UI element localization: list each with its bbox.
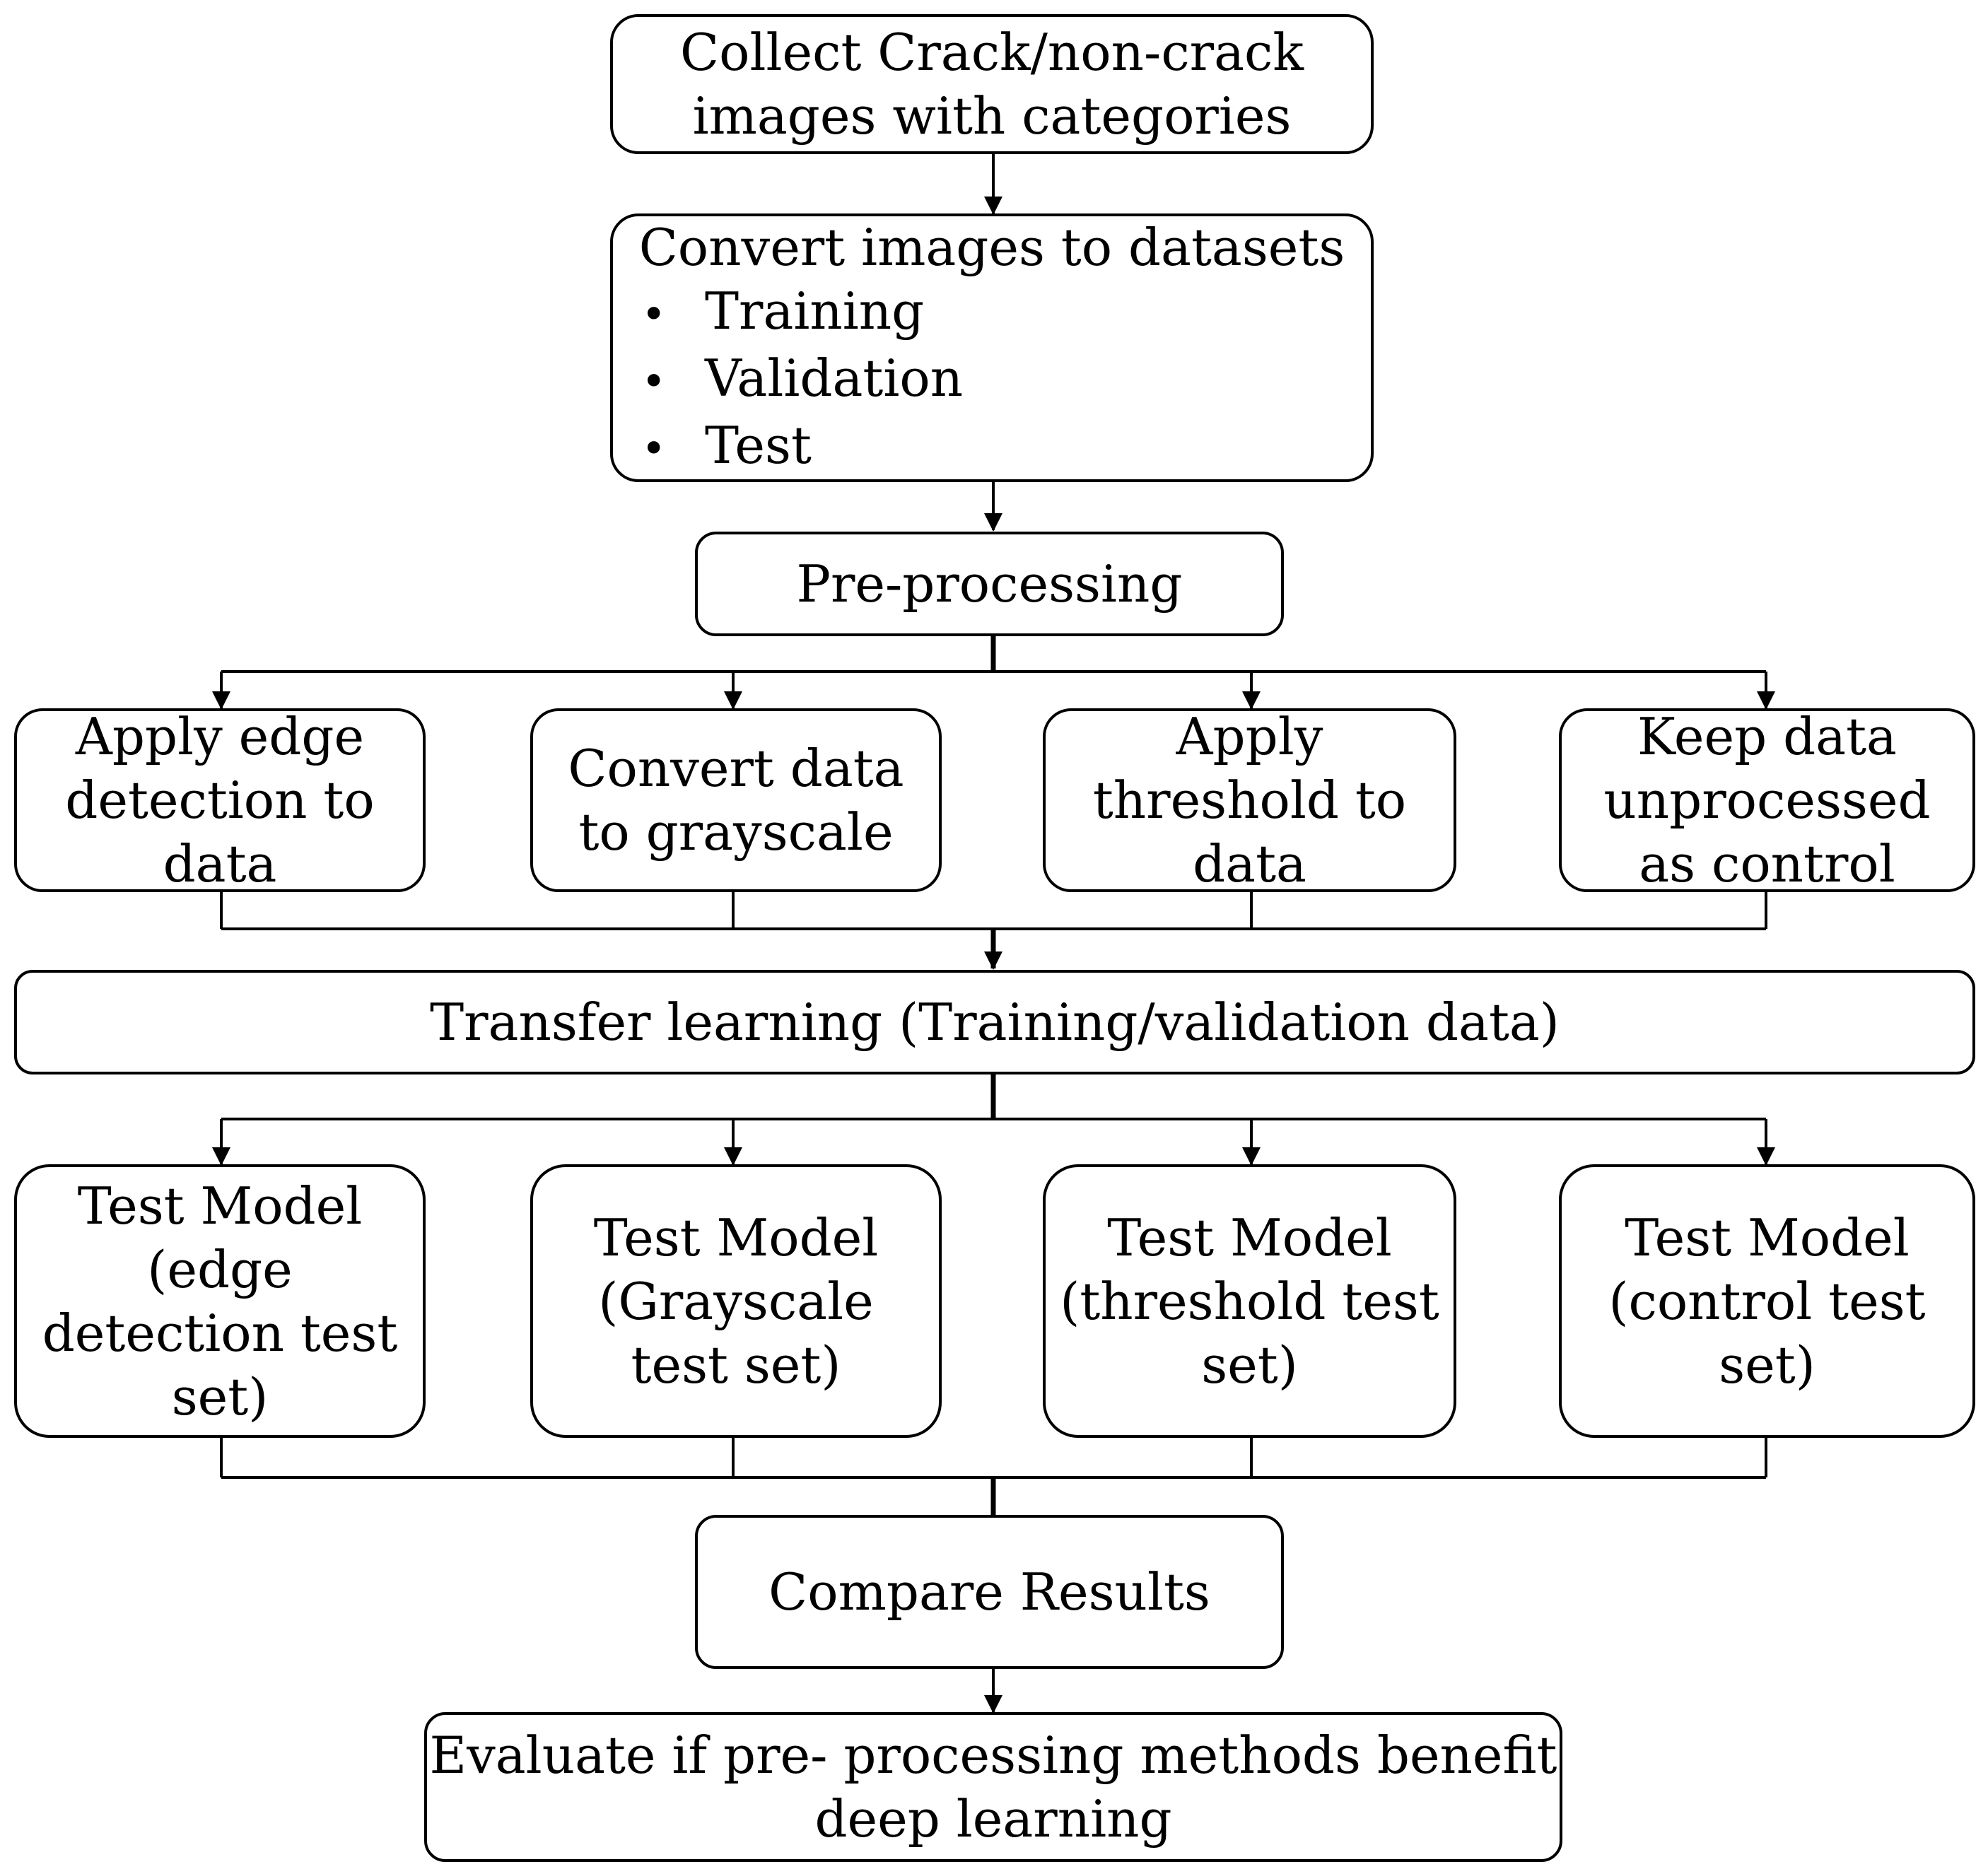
method-1-line-2: detection to	[65, 771, 375, 830]
test-4-line-2: (control test	[1608, 1271, 1926, 1331]
test-2-line-1: Test Model	[593, 1207, 879, 1267]
evaluate-box: Evaluate if pre- processing methods bene…	[424, 1712, 1562, 1862]
transfer-learning-label: Transfer learning (Training/validation d…	[430, 992, 1560, 1052]
method-control-box: Keep data unprocessed as control	[1559, 707, 1975, 894]
test-1-line-2: (edge	[147, 1239, 293, 1299]
test-3-line-1: Test Model	[1107, 1207, 1392, 1267]
test-model-control-box: Test Model (control test set)	[1559, 1164, 1975, 1438]
preprocessing-label: Pre-processing	[796, 554, 1183, 614]
method-3-line-1: Apply	[1176, 707, 1323, 766]
method-3-line-2: threshold to	[1092, 771, 1407, 830]
method-2-line-2: to grayscale	[578, 802, 894, 862]
transfer-learning-box: Transfer learning (Training/validation d…	[14, 970, 1975, 1074]
method-edge-detection-box: Apply edge detection to data	[14, 707, 426, 894]
method-threshold-box: Apply threshold to data	[1043, 707, 1456, 894]
dataset-item-label: Training	[705, 281, 925, 341]
test-1-line-4: set)	[171, 1366, 269, 1427]
test-3-line-2: (threshold test	[1060, 1271, 1439, 1331]
bullet-icon: •	[641, 289, 667, 339]
test-1-line-3: detection test	[42, 1303, 398, 1363]
evaluate-line-2: deep learning	[814, 1789, 1172, 1849]
test-model-edge-box: Test Model (edge detection test set)	[14, 1164, 426, 1438]
dataset-list: • Training • Validation • Test	[641, 279, 963, 481]
method-1-line-1: Apply edge	[75, 707, 365, 766]
bullet-icon: •	[641, 423, 667, 474]
bullet-icon: •	[641, 356, 667, 406]
convert-datasets-box: Convert images to datasets • Training • Va…	[610, 213, 1374, 482]
collect-line-1: Collect Crack/non-crack	[680, 23, 1304, 82]
collect-line-2: images with categories	[692, 86, 1292, 146]
dataset-item-test: • Test	[641, 414, 963, 481]
method-4-line-2: unprocessed	[1603, 771, 1931, 830]
method-2-line-1: Convert data	[568, 739, 904, 798]
test-4-line-3: set)	[1719, 1335, 1815, 1395]
dataset-item-label: Test	[705, 415, 812, 475]
method-4-line-1: Keep data	[1637, 707, 1897, 766]
dataset-item-training: • Training	[641, 279, 963, 346]
preprocessing-box: Pre-processing	[695, 532, 1284, 636]
test-2-line-3: test set)	[631, 1335, 841, 1395]
evaluate-line-1: Evaluate if pre- processing methods bene…	[429, 1726, 1557, 1785]
compare-results-label: Compare Results	[768, 1562, 1210, 1622]
method-1-line-3: data	[163, 834, 277, 894]
method-grayscale-box: Convert data to grayscale	[530, 708, 942, 892]
test-model-threshold-box: Test Model (threshold test set)	[1043, 1164, 1456, 1438]
dataset-item-validation: • Validation	[641, 346, 963, 414]
test-2-line-2: (Grayscale	[598, 1271, 874, 1331]
collect-images-box: Collect Crack/non-crack images with cate…	[610, 14, 1374, 154]
compare-results-box: Compare Results	[695, 1515, 1284, 1669]
convert-title: Convert images to datasets	[638, 217, 1345, 277]
method-4-line-3: as control	[1639, 834, 1895, 894]
test-1-line-1: Test Model	[77, 1176, 363, 1236]
test-3-line-3: set)	[1201, 1335, 1298, 1395]
test-4-line-1: Test Model	[1625, 1207, 1910, 1267]
method-3-line-3: data	[1193, 834, 1306, 894]
dataset-item-label: Validation	[705, 348, 964, 408]
test-model-grayscale-box: Test Model (Grayscale test set)	[530, 1164, 942, 1438]
